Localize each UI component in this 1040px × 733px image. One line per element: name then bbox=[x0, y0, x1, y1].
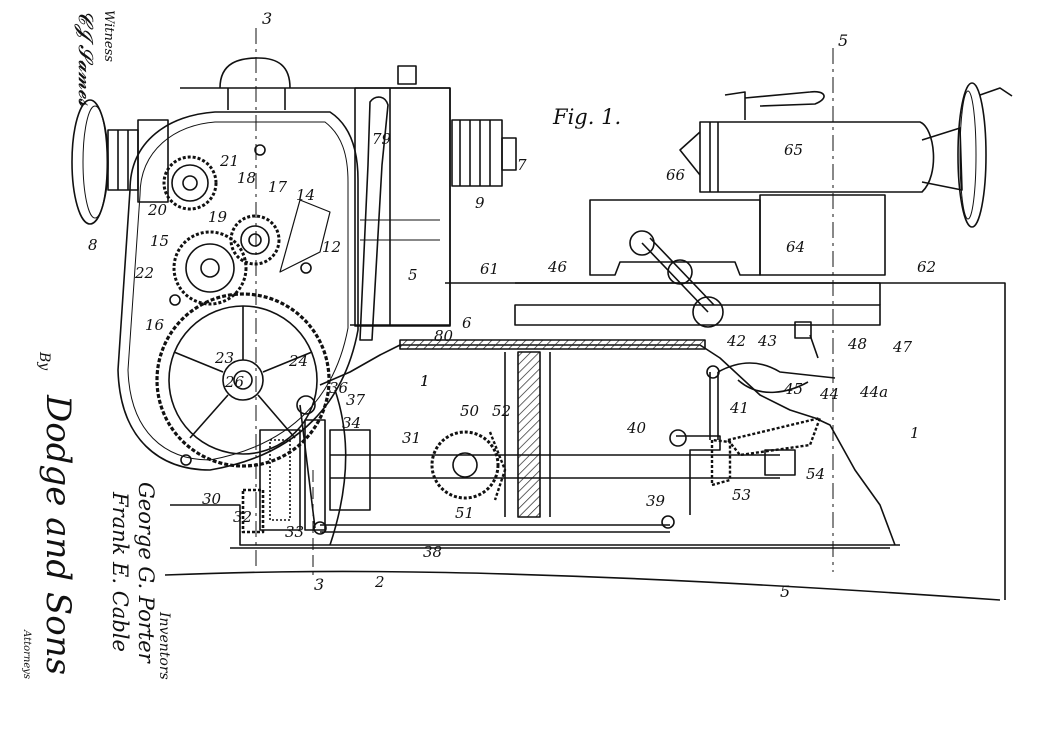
reference-numeral: 50 bbox=[460, 402, 480, 420]
reference-numeral: 1 bbox=[420, 372, 430, 390]
reference-numeral: 31 bbox=[402, 429, 421, 447]
reference-numeral: 47 bbox=[892, 338, 913, 356]
reference-numeral: 44 bbox=[819, 385, 839, 403]
gear-icon bbox=[162, 155, 218, 211]
reference-numeral: 38 bbox=[423, 543, 442, 561]
reference-numeral: 43 bbox=[757, 332, 777, 350]
reference-numeral: 34 bbox=[342, 414, 361, 432]
headstock-side-box bbox=[354, 87, 451, 327]
bevel-gear-53 bbox=[710, 438, 732, 487]
reference-numeral: 46 bbox=[547, 258, 568, 276]
reference-numeral: 14 bbox=[296, 186, 315, 204]
tailstock-body bbox=[699, 121, 935, 193]
reference-numeral: 18 bbox=[237, 169, 256, 187]
signature-icon: 𝓒𝓙 𝓢𝓪𝓶𝓮𝓼 bbox=[74, 10, 98, 107]
gear-icon bbox=[229, 214, 281, 266]
reference-numeral: 51 bbox=[455, 504, 474, 522]
handwheel-icon bbox=[71, 99, 169, 225]
reference-numeral: 79 bbox=[372, 130, 392, 148]
headstock-cap bbox=[219, 57, 291, 89]
oil-cup bbox=[397, 65, 417, 85]
reference-numeral: 1 bbox=[910, 424, 920, 442]
handwheel-icon bbox=[957, 82, 1013, 228]
section-mark: 3 bbox=[314, 575, 324, 594]
gear-icon bbox=[155, 292, 331, 468]
tailstock-base bbox=[759, 194, 886, 276]
reference-numeral: 2 bbox=[374, 573, 385, 591]
shift-lever bbox=[359, 96, 389, 341]
reference-numeral: 40 bbox=[626, 419, 647, 437]
cutaway-lower bbox=[329, 389, 347, 546]
section-mark: 5 bbox=[838, 31, 848, 50]
reference-numeral: 6 bbox=[462, 314, 472, 332]
reference-numeral: 9 bbox=[475, 194, 485, 212]
base-bottom bbox=[164, 570, 1001, 601]
reference-numeral: 52 bbox=[492, 402, 511, 420]
reference-numeral: 12 bbox=[322, 238, 341, 256]
reference-numeral: 45 bbox=[783, 380, 803, 398]
bevel-gear-30 bbox=[241, 488, 265, 534]
reference-numeral: 80 bbox=[434, 327, 454, 345]
reference-numeral: 66 bbox=[666, 166, 686, 184]
reference-numeral: 23 bbox=[214, 349, 234, 367]
reference-numeral: 21 bbox=[219, 152, 239, 170]
reference-numeral: 33 bbox=[285, 523, 304, 541]
by-label: By bbox=[36, 352, 52, 371]
reference-numeral: 26 bbox=[224, 373, 245, 391]
reference-numeral: 30 bbox=[202, 490, 222, 508]
figure-title: Fig. 1. bbox=[552, 105, 621, 129]
gear-icon bbox=[430, 430, 507, 501]
reference-numeral: 22 bbox=[134, 264, 154, 282]
reference-numeral: 41 bbox=[729, 399, 749, 417]
tailstock-center bbox=[679, 131, 701, 176]
reference-numeral: 37 bbox=[346, 391, 366, 409]
reference-numeral: 65 bbox=[784, 141, 803, 159]
reference-numeral: 19 bbox=[208, 208, 228, 226]
cutaway-edge bbox=[319, 344, 401, 386]
reference-numeral: 61 bbox=[480, 260, 499, 278]
inventor-2: Frank E. Cable bbox=[108, 492, 132, 652]
attorneys-label: Attorneys bbox=[21, 630, 32, 680]
section-mark: 3 bbox=[262, 9, 272, 28]
reference-numeral: 5 bbox=[408, 266, 418, 284]
carriage bbox=[514, 304, 881, 326]
reference-numeral: 7 bbox=[517, 156, 527, 174]
reference-numeral: 53 bbox=[732, 486, 751, 504]
reference-numeral: 1 bbox=[420, 372, 430, 390]
gear-icon bbox=[172, 230, 248, 306]
reference-numeral: 32 bbox=[233, 508, 252, 526]
reference-numeral: 64 bbox=[786, 238, 805, 256]
center-web bbox=[517, 351, 541, 518]
reference-numeral: 17 bbox=[268, 178, 288, 196]
reference-numeral: 20 bbox=[147, 201, 168, 219]
attorneys-signature: Dodge and Sons bbox=[38, 395, 78, 676]
reference-numeral: 42 bbox=[726, 332, 746, 350]
reference-numeral: 62 bbox=[917, 258, 936, 276]
inventors-heading: Inventors bbox=[156, 612, 172, 680]
reference-numeral: 15 bbox=[150, 232, 169, 250]
reference-numeral: 36 bbox=[329, 379, 349, 397]
reference-numeral: 8 bbox=[88, 236, 98, 254]
section-strip bbox=[399, 339, 706, 350]
reference-numeral: 24 bbox=[288, 352, 308, 370]
witness-heading: Witness bbox=[101, 10, 116, 62]
reference-numeral: 48 bbox=[847, 335, 867, 353]
tailstock-handle bbox=[724, 90, 825, 120]
reference-numeral: 44a bbox=[859, 383, 888, 401]
reference-numeral: 39 bbox=[646, 492, 666, 510]
reference-numeral: 16 bbox=[145, 316, 165, 334]
bed-housing bbox=[400, 344, 896, 546]
bevel-gear-54 bbox=[726, 416, 822, 457]
reference-numeral: 54 bbox=[806, 465, 825, 483]
inventor-1: George G. Porter bbox=[134, 482, 158, 663]
gear-case bbox=[117, 111, 359, 471]
section-mark: 5 bbox=[780, 582, 790, 601]
base-top bbox=[170, 504, 900, 546]
